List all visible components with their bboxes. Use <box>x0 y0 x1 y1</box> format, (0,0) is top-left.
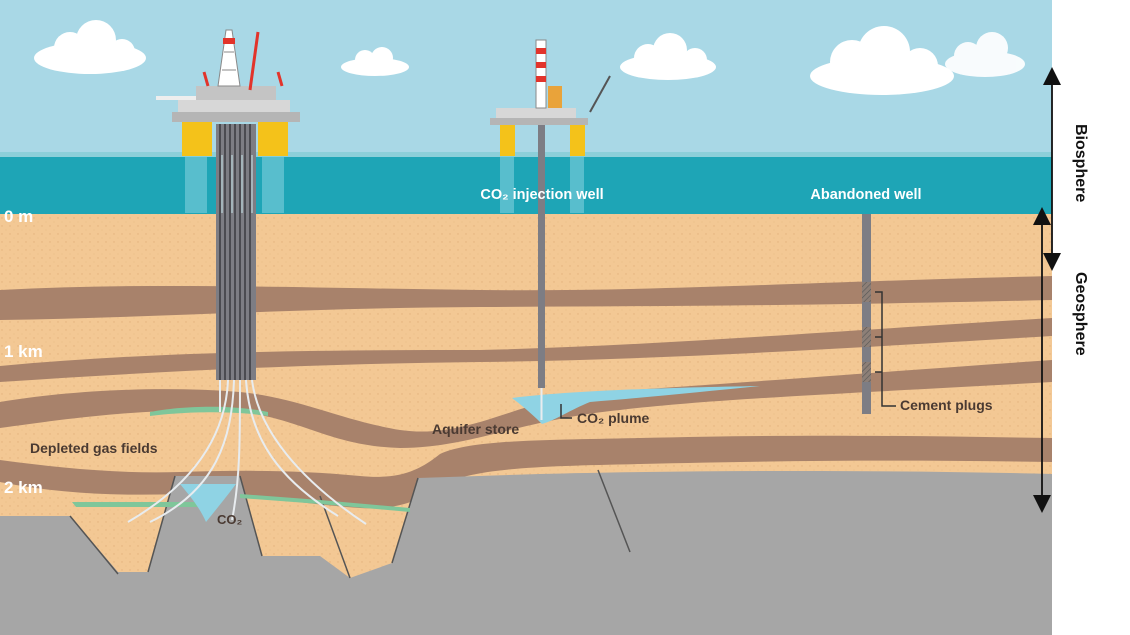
cement-plug <box>862 362 871 382</box>
aquifer-store-label: Aquifer store <box>432 421 519 437</box>
cement-plugs-label: Cement plugs <box>900 397 993 413</box>
cement-plug <box>862 327 871 347</box>
co2-depleted-label: CO₂ <box>217 512 243 527</box>
sea-surface <box>0 152 1052 157</box>
cement-plug <box>862 282 871 302</box>
sea <box>0 155 1052 214</box>
depth-2km-label: 2 km <box>4 478 43 497</box>
abandoned-well-label: Abandoned well <box>810 187 921 203</box>
well-bundle <box>216 124 256 380</box>
co2-plume-label: CO₂ plume <box>577 410 650 426</box>
injection-well-label: CO₂ injection well <box>480 187 603 203</box>
depth-0m-label: 0 m <box>4 207 33 226</box>
geosphere-label: Geosphere <box>1072 272 1089 356</box>
biosphere-label: Biosphere <box>1072 124 1089 202</box>
depth-1km-label: 1 km <box>4 342 43 361</box>
depleted-gas-fields-label: Depleted gas fields <box>30 440 158 456</box>
injection-well-pipe <box>538 118 545 388</box>
